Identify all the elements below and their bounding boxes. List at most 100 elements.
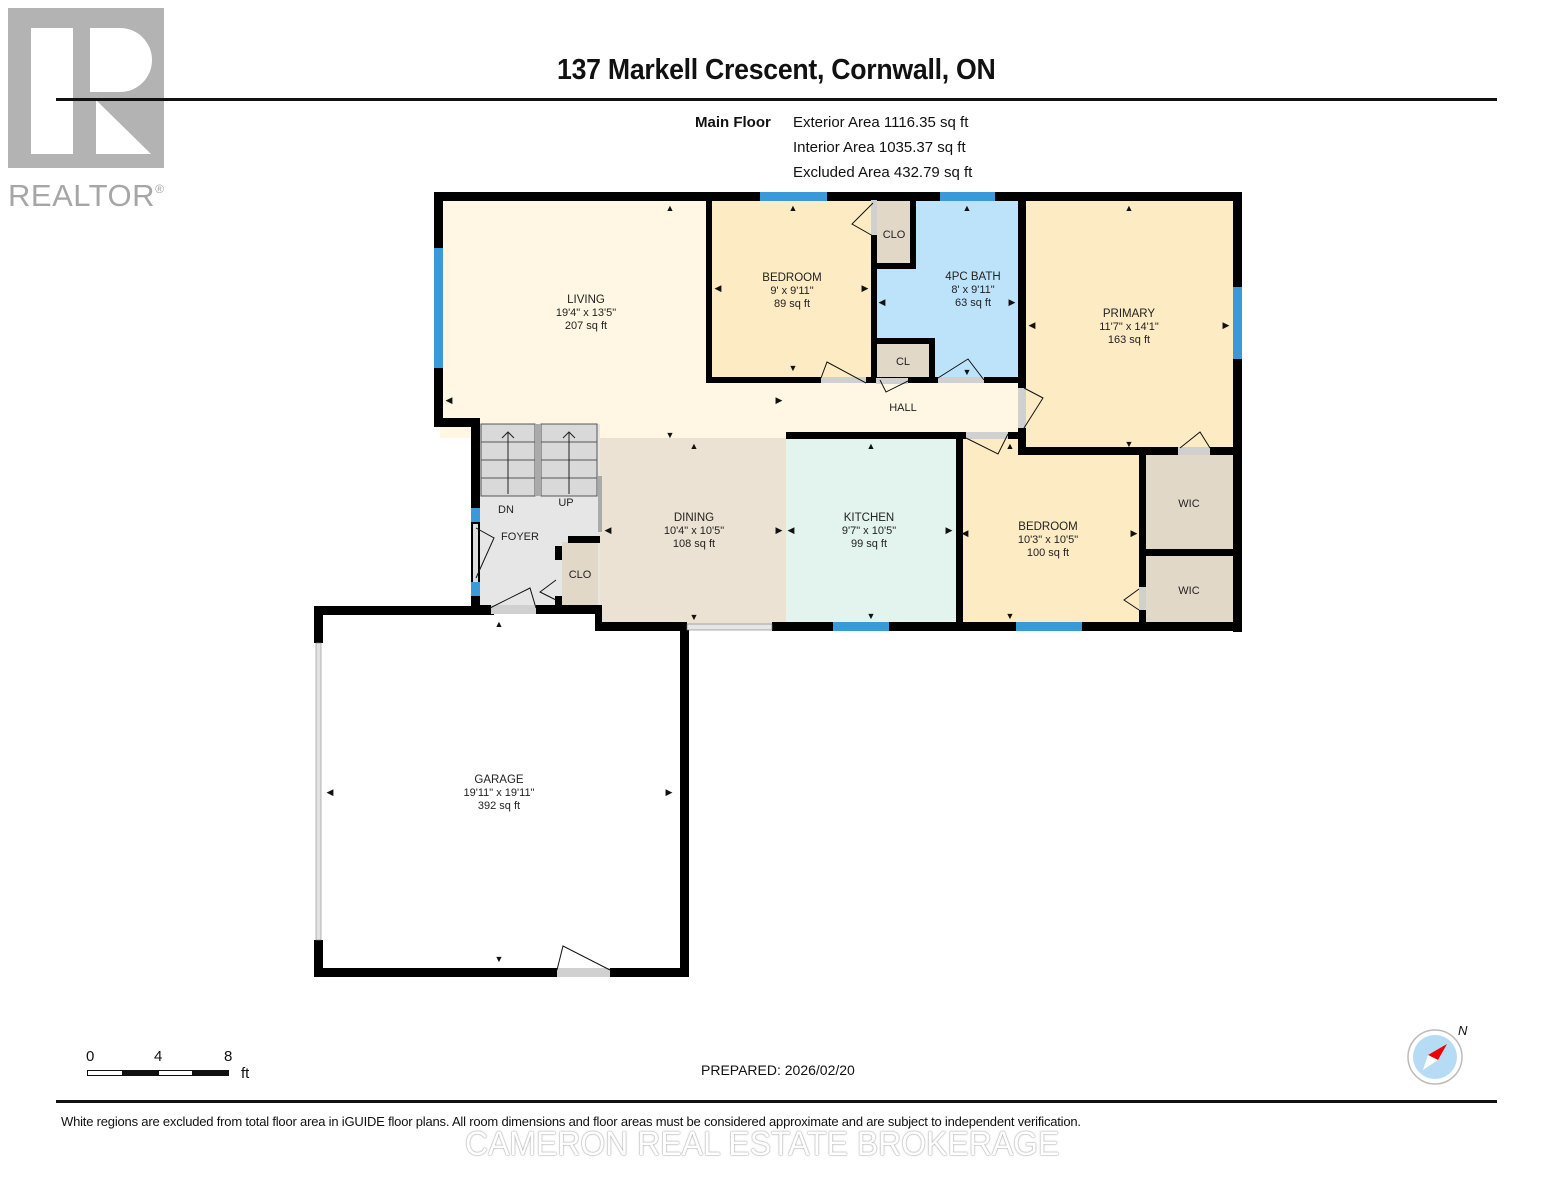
- staircase: [480, 423, 598, 497]
- label-closet-bedroom: CLO: [883, 229, 906, 241]
- scale-segment: [192, 1070, 229, 1076]
- label-bedroom-2: BEDROOM 10'3" x 10'5" 100 sq ft: [1018, 521, 1078, 559]
- svg-text:▲: ▲: [666, 203, 675, 213]
- svg-text:▼: ▼: [1006, 611, 1015, 621]
- svg-text:▶: ▶: [776, 525, 783, 535]
- svg-text:10'3" x 10'5": 10'3" x 10'5": [1018, 534, 1078, 546]
- svg-text:▼: ▼: [495, 954, 504, 964]
- svg-text:108 sq ft: 108 sq ft: [673, 538, 715, 550]
- door-swings: [475, 202, 1211, 971]
- label-wic-1: WIC: [1178, 498, 1199, 510]
- svg-text:▶: ▶: [666, 787, 673, 797]
- footer-divider: [56, 1100, 1497, 1103]
- scale-unit: ft: [241, 1065, 250, 1082]
- scale-segment: [87, 1070, 123, 1076]
- label-living: LIVING 19'4" x 13'5" 207 sq ft: [556, 294, 616, 332]
- svg-text:▶: ▶: [946, 525, 953, 535]
- label-hall: HALL: [889, 402, 917, 414]
- svg-text:207 sq ft: 207 sq ft: [565, 320, 607, 332]
- compass-label: N: [1458, 1023, 1468, 1038]
- svg-text:▼: ▼: [867, 611, 876, 621]
- label-foyer: FOYER: [501, 531, 539, 543]
- door-openings: [315, 200, 1210, 977]
- svg-text:▼: ▼: [666, 430, 675, 440]
- svg-text:◀: ◀: [879, 297, 886, 307]
- svg-text:◀: ◀: [446, 395, 453, 405]
- svg-text:BEDROOM: BEDROOM: [762, 272, 821, 284]
- svg-text:▲: ▲: [690, 441, 699, 451]
- svg-text:▶: ▶: [862, 283, 869, 293]
- svg-text:▲: ▲: [963, 203, 972, 213]
- label-stairs-down: DN: [498, 504, 514, 516]
- svg-text:▶: ▶: [1009, 297, 1016, 307]
- svg-text:99 sq ft: 99 sq ft: [851, 538, 887, 550]
- page-title: 137 Markell Crescent, Cornwall, ON: [557, 54, 996, 86]
- interior-area: Interior Area 1035.37 sq ft: [793, 139, 966, 156]
- room-fills: [440, 198, 1234, 626]
- svg-text:11'7" x 14'1": 11'7" x 14'1": [1099, 321, 1159, 333]
- svg-text:▲: ▲: [789, 203, 798, 213]
- compass-north-icon: N: [1400, 1020, 1470, 1090]
- svg-text:◀: ◀: [1029, 320, 1036, 330]
- label-4pc-bath: 4PC BATH 8' x 9'11" 63 sq ft: [945, 271, 1000, 309]
- svg-text:BEDROOM: BEDROOM: [1018, 521, 1077, 533]
- excluded-area: Excluded Area 432.79 sq ft: [793, 164, 973, 181]
- svg-text:10'4" x 10'5": 10'4" x 10'5": [664, 525, 724, 537]
- realtor-r-icon: [8, 8, 164, 168]
- realtor-wordmark: REALTOR®: [8, 178, 165, 213]
- room-bedroom-2: [958, 438, 1144, 626]
- room-kitchen: [786, 438, 956, 626]
- svg-text:392 sq ft: 392 sq ft: [478, 800, 520, 812]
- svg-text:163 sq ft: 163 sq ft: [1108, 334, 1150, 346]
- svg-text:9'7" x 10'5": 9'7" x 10'5": [842, 525, 896, 537]
- label-garage: GARAGE 19'11" x 19'11" 392 sq ft: [464, 774, 535, 812]
- label-bedroom-1: BEDROOM 9' x 9'11" 89 sq ft: [762, 272, 821, 310]
- svg-text:4PC BATH: 4PC BATH: [945, 271, 1000, 283]
- svg-text:▲: ▲: [867, 441, 876, 451]
- svg-text:◀: ◀: [327, 787, 334, 797]
- room-closet-foyer: [562, 542, 598, 608]
- svg-text:▲: ▲: [1006, 441, 1015, 451]
- realtor-logo: REALTOR®: [8, 8, 178, 213]
- svg-text:LIVING: LIVING: [567, 294, 605, 306]
- scale-segment: [158, 1070, 193, 1076]
- svg-text:▼: ▼: [963, 367, 972, 377]
- svg-text:▼: ▼: [1125, 439, 1134, 449]
- svg-text:19'4" x 13'5": 19'4" x 13'5": [556, 307, 616, 319]
- svg-text:◀: ◀: [715, 283, 722, 293]
- scale-bar: 0 4 8 ft: [86, 1048, 286, 1088]
- svg-text:8' x 9'11": 8' x 9'11": [951, 284, 994, 296]
- exterior-area: Exterior Area 1116.35 sq ft: [793, 114, 969, 131]
- label-closet-foyer: CLO: [569, 569, 592, 581]
- scale-tick-4: 4: [154, 1048, 163, 1065]
- svg-text:89 sq ft: 89 sq ft: [774, 298, 810, 310]
- svg-text:▼: ▼: [789, 363, 798, 373]
- svg-text:▶: ▶: [776, 395, 783, 405]
- floor-name: Main Floor: [695, 114, 771, 131]
- room-wic-2: [1144, 556, 1234, 626]
- room-closet-bedroom: [876, 200, 912, 267]
- svg-text:100 sq ft: 100 sq ft: [1027, 547, 1069, 559]
- room-wic-1: [1144, 452, 1234, 553]
- dimension-markers: ▲ ▼ ◀ ▶ ▲ ▼ ◀ ▶ ▲ ▼ ◀ ▶ ▲ ▼ ◀ ▶ ▲ ▼ ◀ ▶ ▲ ▼ ◀ ▶ ▲ ▼ ◀…: [327, 203, 1230, 964]
- svg-text:◀: ◀: [962, 528, 969, 538]
- header-divider: [56, 98, 1497, 101]
- windows: [434, 192, 1242, 631]
- svg-text:KITCHEN: KITCHEN: [844, 512, 894, 524]
- svg-text:PRIMARY: PRIMARY: [1103, 308, 1156, 320]
- svg-text:▼: ▼: [690, 612, 699, 622]
- svg-text:▲: ▲: [495, 619, 504, 629]
- svg-text:19'11" x 19'11": 19'11" x 19'11": [464, 787, 535, 799]
- label-dining: DINING 10'4" x 10'5" 108 sq ft: [664, 512, 724, 550]
- room-primary: [1024, 200, 1234, 452]
- label-wic-2: WIC: [1178, 585, 1199, 597]
- svg-text:▶: ▶: [1131, 528, 1138, 538]
- label-primary: PRIMARY 11'7" x 14'1" 163 sq ft: [1099, 308, 1159, 346]
- svg-text:◀: ◀: [788, 525, 795, 535]
- room-labels: LIVING 19'4" x 13'5" 207 sq ft BEDROOM 9…: [464, 229, 1200, 812]
- svg-text:DINING: DINING: [674, 512, 714, 524]
- prepared-date: PREPARED: 2026/02/20: [701, 1062, 855, 1078]
- svg-text:▶: ▶: [1223, 320, 1230, 330]
- scale-tick-8: 8: [224, 1048, 233, 1065]
